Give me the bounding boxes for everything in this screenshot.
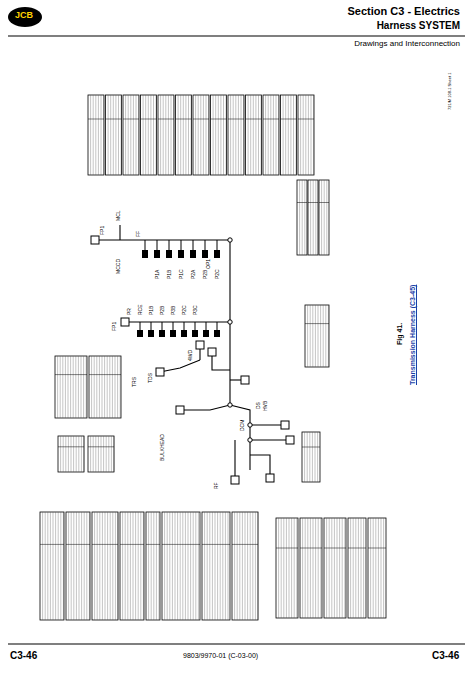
footer-rule	[8, 643, 465, 644]
wiring-table	[319, 180, 329, 255]
wiring-table	[263, 95, 279, 175]
wiring-table	[228, 95, 244, 175]
wiring-table	[305, 305, 329, 367]
connectors	[91, 236, 294, 484]
wiring-table	[89, 356, 121, 418]
wiring-table	[40, 512, 64, 620]
connector-label: P1A	[155, 269, 161, 280]
connector-label: FF	[136, 230, 142, 238]
wiring-table	[92, 512, 118, 620]
connector-label: P2C	[215, 268, 221, 280]
wiring-table	[202, 512, 230, 620]
connector-label: RF	[214, 481, 220, 490]
connector-label: OP1	[206, 258, 212, 270]
wiring-table	[88, 95, 104, 175]
connector-label: P3C	[193, 304, 199, 316]
connector-label: BULKHEAD	[160, 433, 166, 462]
wiring-table	[300, 518, 322, 618]
connector-label: P2B	[160, 305, 166, 316]
page-text: JCB	[15, 11, 33, 21]
connector-label: P2B	[203, 269, 209, 280]
connector-label: TRS	[132, 376, 138, 388]
wiring-table	[55, 356, 87, 418]
page-text: C3-46	[10, 650, 37, 661]
wiring-table	[246, 95, 262, 175]
wiring-table	[324, 518, 346, 618]
page-text: Drawings and Interconnection	[354, 40, 460, 49]
connector-label: PR	[127, 307, 133, 316]
wiring-table	[302, 432, 320, 482]
wiring-table	[120, 512, 144, 620]
wiring-table	[123, 95, 139, 175]
connector-label: 4WD	[188, 349, 194, 362]
connector-label: TDS	[148, 372, 154, 384]
wiring-table	[298, 95, 314, 175]
connector-label: DCM	[240, 419, 246, 432]
wiring-table	[66, 512, 90, 620]
connector-label: HVB	[263, 400, 269, 412]
wiring-table	[232, 512, 258, 620]
wiring-table	[58, 436, 84, 472]
logo-oval	[8, 7, 42, 27]
harness-wires	[95, 225, 290, 480]
connector-label: P1B	[149, 305, 155, 316]
connector-label: P1C	[179, 268, 185, 280]
wiring-table	[106, 95, 122, 175]
connector-label: RCE	[138, 303, 144, 316]
section-title: Section C3 - Electrics	[348, 5, 461, 17]
connector-label: MCL	[116, 209, 122, 222]
wiring-table	[146, 512, 160, 620]
wiring-table	[368, 518, 386, 618]
connector-label: FP1	[100, 225, 106, 236]
connector-label: P1B	[167, 269, 173, 280]
wiring-table	[211, 95, 227, 175]
wiring-tables	[40, 95, 386, 620]
wiring-table	[348, 518, 366, 618]
page-text: C3-46	[432, 650, 459, 661]
connector-label: MCCD	[116, 258, 122, 275]
wiring-table	[176, 95, 192, 175]
wiring-table	[158, 95, 174, 175]
page-text: 9803/9970-01 (C-03-00)	[183, 652, 258, 660]
header-rule	[8, 35, 465, 36]
page-text: Harness SYSTEM	[377, 20, 460, 31]
wiring-table	[162, 512, 200, 620]
wiring-table	[193, 95, 209, 175]
page-text: Fig 41.	[396, 323, 404, 345]
wiring-table	[297, 180, 307, 255]
wiring-table	[308, 180, 318, 255]
connector-label: P2C	[182, 304, 188, 316]
connector-label: P2A	[191, 269, 197, 280]
wiring-table	[141, 95, 157, 175]
wiring-table	[276, 518, 298, 618]
page-text: Transmission Harness (C3-45)	[409, 285, 417, 385]
drawing-number: 721/M 108-1 Sheet 1	[448, 73, 452, 110]
connector-label: P3B	[171, 305, 177, 316]
connector-label: DS	[256, 401, 262, 410]
wiring-table	[281, 95, 297, 175]
connector-label: FP1	[112, 321, 118, 332]
wiring-table	[88, 436, 114, 472]
